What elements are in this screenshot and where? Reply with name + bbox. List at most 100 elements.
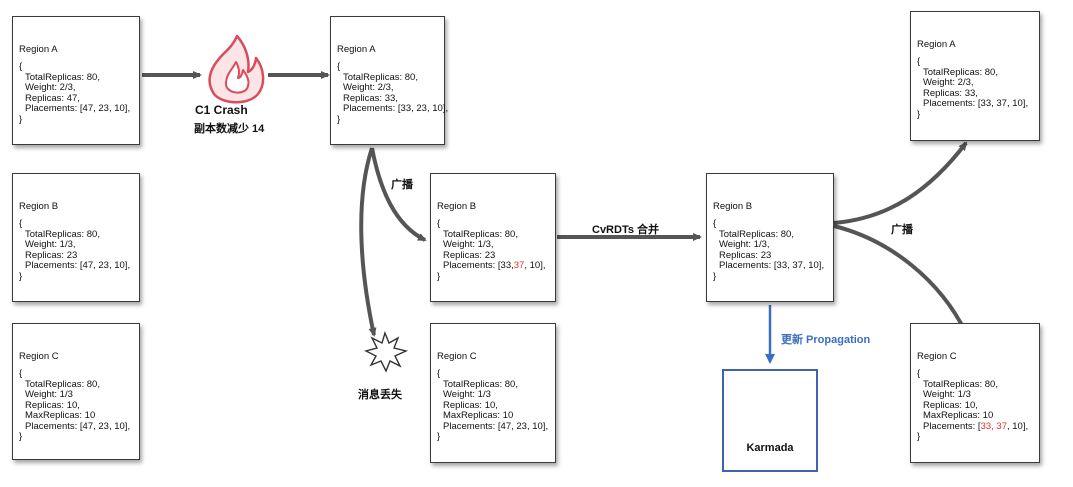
- region-title: Region A: [19, 44, 58, 55]
- placements-prefix: Placements: [33,: [443, 260, 514, 271]
- region-title: Region C: [437, 351, 477, 362]
- placements-line: Placements: [33, 37, 10],: [917, 420, 1033, 433]
- message-lost-label: 消息丢失: [358, 389, 402, 401]
- placements-changed-value: 33, 37: [980, 420, 1007, 432]
- fire-icon: [208, 34, 265, 104]
- region-state-text: {TotalReplicas: 80,Weight: 1/3,Replicas:…: [713, 218, 827, 282]
- karmada-box: Karmada: [722, 369, 818, 472]
- state-line: {: [437, 218, 441, 229]
- state-line: Placements: [47, 23, 10],: [25, 260, 131, 271]
- update-propagation-label: 更新 Propagation: [781, 334, 871, 346]
- state-line: TotalReplicas: 80,: [343, 71, 418, 83]
- state-line: Replicas: 23: [25, 249, 78, 261]
- state-line: {: [337, 61, 341, 72]
- state-line: Weight: 1/3,: [719, 239, 770, 250]
- region-a-box-after-crash: Region A {TotalReplicas: 80,Weight: 2/3,R…: [330, 16, 449, 145]
- state-line: Placements: [47, 23, 10],: [25, 420, 131, 432]
- arrow-b3-to-a3: [833, 141, 968, 225]
- state-line: {: [19, 368, 23, 379]
- state-line: Weight: 1/3: [25, 389, 73, 400]
- state-line: TotalReplicas: 80,: [25, 71, 100, 83]
- state-line: Replicas: 33,: [923, 87, 978, 99]
- state-line: Weight: 2/3,: [25, 82, 76, 93]
- arrow-a2-to-b2: [370, 147, 427, 242]
- region-state-text: {TotalReplicas: 80,Weight: 2/3,Replicas:…: [917, 56, 1033, 120]
- state-line: Placements: [47, 23, 10],: [443, 420, 549, 432]
- arrow-b3-to-c3: [833, 224, 968, 335]
- state-line: Placements: [33, 37, 10],: [719, 260, 825, 271]
- region-title: Region B: [713, 201, 753, 212]
- state-line: Replicas: 10,: [25, 399, 80, 411]
- crash-title-label: C1 Crash: [195, 103, 248, 117]
- state-line: }: [19, 270, 23, 282]
- region-title: Region A: [917, 39, 956, 50]
- state-line: {: [917, 56, 921, 67]
- state-line: Weight: 1/3,: [443, 239, 494, 250]
- region-b-box-initial: Region B {TotalReplicas: 80,Weight: 1/3,R…: [12, 173, 140, 302]
- region-b-box-merged: Region B {TotalReplicas: 80,Weight: 1/3,R…: [706, 173, 834, 302]
- region-title: Region B: [437, 201, 477, 212]
- merge-label: CvRDTs 合并: [592, 224, 660, 236]
- region-title: Region A: [337, 44, 376, 55]
- arrow-a2-to-lost: [359, 147, 377, 337]
- region-a-box-initial: Region A {TotalReplicas: 80,Weight: 2/3,R…: [12, 16, 140, 145]
- state-line: {: [917, 368, 921, 379]
- state-line: {: [713, 218, 717, 229]
- state-line: TotalReplicas: 80,: [25, 228, 100, 240]
- region-title: Region C: [19, 351, 59, 362]
- state-line: TotalReplicas: 80,: [923, 66, 998, 78]
- state-line: }: [437, 270, 441, 282]
- state-line: TotalReplicas: 80,: [443, 228, 518, 240]
- state-line: Weight: 1/3: [443, 389, 491, 400]
- state-line: {: [19, 218, 23, 229]
- region-state-text: {TotalReplicas: 80,Weight: 1/3,Replicas:…: [19, 218, 133, 282]
- state-line: }: [917, 431, 921, 442]
- state-line: {: [19, 61, 23, 72]
- state-line: Weight: 1/3: [923, 389, 971, 400]
- region-b-box-received: Region B {TotalReplicas: 80,Weight: 1/3,R…: [430, 173, 556, 302]
- state-line: Replicas: 10,: [923, 399, 978, 411]
- state-line: Replicas: 10,: [443, 399, 498, 411]
- state-line: Placements: [47, 23, 10],: [25, 103, 131, 114]
- region-title: Region B: [19, 201, 59, 212]
- region-state-text: {TotalReplicas: 80,Weight: 2/3,Replicas:…: [19, 61, 133, 125]
- state-line: Replicas: 23: [719, 249, 772, 261]
- state-line: Placements: [33, 23, 10],: [343, 103, 449, 114]
- state-line: }: [337, 113, 341, 125]
- burst-icon: [364, 330, 409, 373]
- state-line: }: [437, 431, 441, 442]
- placements-suffix: , 10],: [524, 260, 546, 271]
- state-line: }: [713, 270, 717, 282]
- state-line: MaxReplicas: 10: [443, 410, 514, 421]
- crash-subtitle-label: 副本数减少 14: [194, 123, 265, 135]
- karmada-label: Karmada: [746, 442, 794, 454]
- state-line: }: [19, 431, 23, 442]
- state-line: Replicas: 33,: [343, 92, 398, 104]
- state-line: MaxReplicas: 10: [923, 410, 994, 421]
- placements-suffix: , 10],: [1006, 420, 1029, 432]
- state-line: Weight: 2/3,: [343, 82, 394, 93]
- broadcast-label-2: 广播: [891, 224, 913, 236]
- broadcast-label-1: 广播: [391, 179, 413, 191]
- state-line: TotalReplicas: 80,: [443, 378, 518, 390]
- region-a-box-final: Region A {TotalReplicas: 80,Weight: 2/3,R…: [910, 11, 1040, 141]
- state-line: TotalReplicas: 80,: [923, 378, 998, 390]
- state-line: Replicas: 47,: [25, 92, 80, 104]
- state-line: }: [19, 113, 23, 125]
- region-state-text: {TotalReplicas: 80,Weight: 2/3,Replicas:…: [337, 61, 449, 125]
- state-line: TotalReplicas: 80,: [719, 228, 794, 240]
- state-line: Replicas: 23: [443, 249, 496, 261]
- region-title: Region C: [917, 351, 957, 362]
- placements-changed-value: 37: [513, 260, 525, 271]
- state-line: Weight: 1/3,: [25, 239, 76, 250]
- state-line: TotalReplicas: 80,: [25, 378, 100, 390]
- placements-line: Placements: [33,37, 10],: [437, 260, 549, 272]
- state-line: }: [917, 108, 921, 120]
- region-state-text: {TotalReplicas: 80,Weight: 1/3,Replicas:…: [437, 218, 549, 282]
